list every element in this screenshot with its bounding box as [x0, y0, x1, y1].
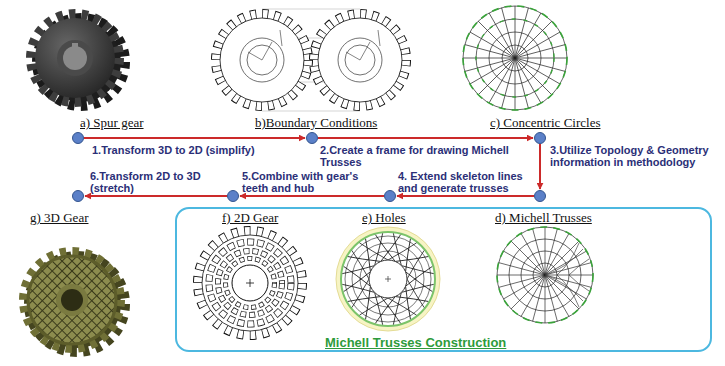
step-label: 1.Transform 3D to 2D (simplify) — [92, 144, 302, 156]
frame-title: Michell Trusses Construction — [325, 335, 506, 350]
stage-dot — [534, 132, 546, 144]
truss-holes — [336, 227, 440, 331]
stage-caption: f) 2D Gear — [222, 211, 278, 225]
step-label: 3.Utilize Topology & Geometry informatio… — [550, 144, 718, 168]
stage-label: d) Michell Trusses — [495, 211, 592, 225]
stage-label: a) Spur gear — [80, 116, 144, 130]
michell-truss-grid — [497, 227, 593, 323]
stage-caption: g) 3D Gear — [30, 211, 88, 225]
stage-dot — [72, 132, 84, 144]
flow-arrow — [539, 144, 541, 189]
flow-arrow — [240, 195, 384, 197]
stage-label: f) 2D Gear — [222, 211, 278, 225]
flow-arrow — [85, 195, 227, 197]
stage-dot — [306, 132, 318, 144]
stage-dot — [384, 190, 396, 202]
step-label: 5.Combine with gear's teeth and hub — [242, 170, 380, 194]
stage-caption: a) Spur gear — [80, 116, 144, 130]
flow-arrow — [84, 137, 305, 139]
stage-label: b)Boundary Conditions — [255, 116, 377, 130]
stage-caption: b)Boundary Conditions — [255, 116, 377, 130]
gear-3d — [24, 252, 125, 352]
stage-label: c) Concentric Circles — [490, 116, 600, 130]
group-frame: Michell Trusses Construction d) Michell T… — [175, 207, 712, 352]
stage-label: g) 3D Gear — [30, 211, 88, 225]
stage-caption: d) Michell Trusses — [495, 211, 592, 225]
stage-label: e) Holes — [362, 211, 406, 225]
step-label: 4. Extend skeleton lines and generate tr… — [398, 170, 532, 194]
stage-dot — [227, 190, 239, 202]
step-label: 6.Transform 2D to 3D (stretch) — [90, 170, 228, 194]
stage-caption: c) Concentric Circles — [490, 116, 600, 130]
gear-outline — [216, 14, 308, 106]
stage-caption: e) Holes — [362, 211, 406, 225]
stage-dot — [72, 190, 84, 202]
gear-outline — [314, 14, 406, 106]
flow-arrow — [397, 195, 534, 197]
gear-2d — [198, 231, 302, 335]
concentric-circles — [463, 6, 567, 110]
stage-dot — [534, 190, 546, 202]
step-label: 2.Create a frame for drawing Michell Tru… — [320, 144, 533, 168]
flow-arrow — [318, 137, 533, 139]
spur-gear-3d — [31, 14, 125, 106]
